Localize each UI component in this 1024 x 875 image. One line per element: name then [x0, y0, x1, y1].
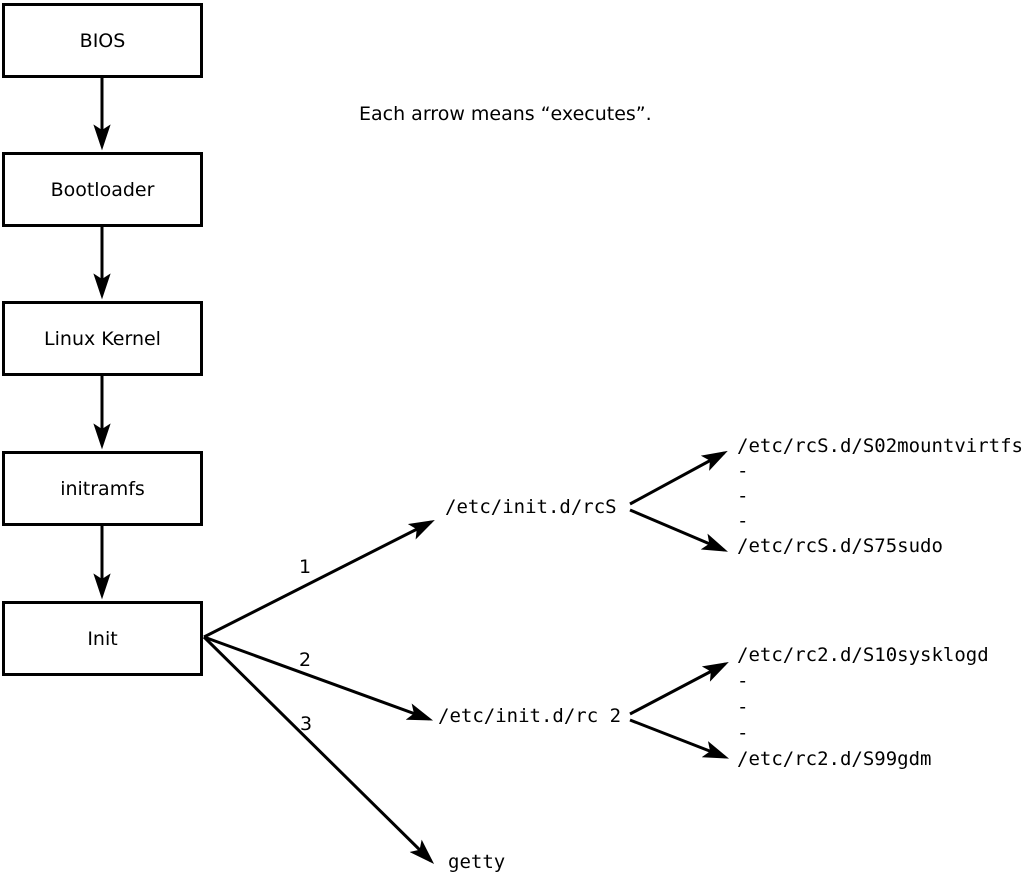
node-linux-kernel-label: Linux Kernel — [44, 327, 161, 350]
node-bios: BIOS — [2, 3, 203, 78]
arrow-rcs-to-s75sudo — [629, 508, 728, 552]
rc2-script-ellipsis-dash: - — [737, 722, 749, 744]
arrow-rc2-to-s99gdm — [629, 718, 730, 759]
branch-order-3: 3 — [299, 713, 313, 735]
node-init-label: Init — [87, 627, 118, 650]
rcs-script-ellipsis-dash: - — [737, 510, 749, 532]
arrow-init-to-rc2 — [203, 635, 434, 721]
rcs-script-s02mountvirtfs: /etc/rcS.d/S02mountvirtfs — [737, 435, 1023, 457]
node-bootloader-label: Bootloader — [50, 178, 155, 201]
rc2-script-s99gdm: /etc/rc2.d/S99gdm — [737, 748, 932, 770]
arrow-init-to-getty — [202, 635, 435, 865]
rc2-script-ellipsis-dash: - — [737, 696, 749, 718]
target-getty-label: getty — [448, 851, 506, 873]
target-rcs-label: /etc/init.d/rcS — [445, 496, 617, 518]
arrow-rcs-to-s02mountvirtfs — [629, 450, 728, 506]
legend-text: Each arrow means “executes”. — [359, 103, 652, 125]
rcs-script-ellipsis-dash: - — [737, 460, 749, 482]
branch-order-1: 1 — [298, 556, 312, 578]
node-initramfs-label: initramfs — [60, 477, 145, 500]
node-init: Init — [2, 601, 203, 676]
rcs-script-ellipsis-dash: - — [737, 485, 749, 507]
rc2-script-s10sysklogd: /etc/rc2.d/S10sysklogd — [737, 644, 989, 666]
rcs-script-s75sudo: /etc/rcS.d/S75sudo — [737, 535, 943, 557]
node-initramfs: initramfs — [2, 451, 203, 526]
rcs-script-list: /etc/rcS.d/S02mountvirtfs - - - /etc/rcS… — [737, 434, 1023, 559]
node-bootloader: Bootloader — [2, 152, 203, 227]
node-bios-label: BIOS — [79, 29, 126, 52]
rc2-script-ellipsis-dash: - — [737, 670, 749, 692]
target-rc2-label: /etc/init.d/rc 2 — [438, 705, 622, 727]
node-linux-kernel: Linux Kernel — [2, 301, 203, 376]
rc2-script-list: /etc/rc2.d/S10sysklogd - - - /etc/rc2.d/… — [737, 642, 989, 772]
arrow-init-to-rcs — [203, 520, 435, 639]
branch-order-2: 2 — [298, 649, 312, 671]
arrow-rc2-to-s10sysklogd — [629, 661, 729, 716]
